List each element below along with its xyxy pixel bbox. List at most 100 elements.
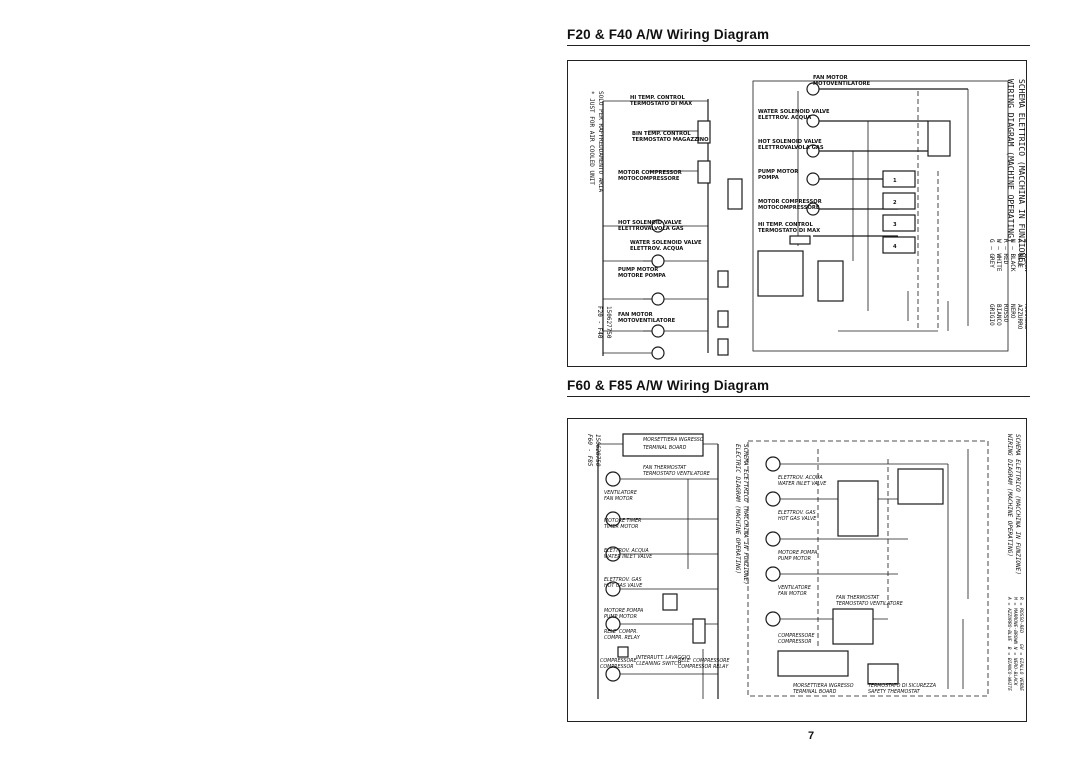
label-compressor-bl: COMPRESSOR <box>600 664 634 670</box>
title-wiring-diagram-bottom: WIRING DIAGRAM (MACHINE OPERATING) <box>1006 434 1013 557</box>
title-schema-funzione: SCHEMA ELETTRICO (MACCHINA IN FUNZIONE) <box>742 444 749 585</box>
heading-f20-f40: F20 & F40 A/W Wiring Diagram <box>567 27 770 42</box>
title-schema-elettrico-top: SCHEMA ELETTRICO (MACCHINA IN FUNZIONE) <box>1017 79 1026 267</box>
label-fan-motor-bottom-left: FAN MOTOR <box>604 496 633 502</box>
label-elettrovalvola-gas-right: ELETTROVALVOLA GAS <box>758 145 824 151</box>
label-compr-relay: COMPR. RELAY <box>604 635 641 641</box>
model-code-f60-f85: F60 - F85 <box>586 434 593 467</box>
color-legend-bottom: A = AZZURRO-BLUE B = BIANCO-WHITE M = MA… <box>1006 596 1024 691</box>
label-rele-compr: RELE' COMPR. <box>604 629 638 635</box>
color-legend-top: G — GREY GRIGIO W — WHITE BIANCO R — RED… <box>988 239 1026 330</box>
terminal-1: 1 <box>893 178 897 184</box>
label-motore-pompa-left: MOTORE POMPA <box>618 273 666 279</box>
label-fan-motor-right: FAN MOTOR <box>813 75 848 81</box>
wiring-diagram-f60-f85-drawing: MORSETTIERA INGRESSO TERMINAL BOARD FAN … <box>586 433 1024 699</box>
label-water-solenoid-left: WATER SOLENOID VALVE <box>630 240 702 246</box>
label-fan-thermostat-left: FAN THERMOSTAT <box>643 465 687 471</box>
legend-brown: B — BROWN MARRONE <box>1023 239 1026 330</box>
label-cleaning-switch-bl: CLEANING SWITCH <box>636 661 682 667</box>
label-elettrov-acqua-right: ELETTROV. ACQUA <box>758 115 811 121</box>
label-motocompressore-left: MOTOCOMPRESSORE <box>618 176 680 182</box>
model-code-block-bottom: F60 - F85 150628750 <box>586 434 601 467</box>
label-elettrovalvola-gas-left: ELETTROVALVOLA GAS <box>618 226 684 232</box>
wiring-diagram-f60-f85: MORSETTIERA INGRESSO TERMINAL BOARD FAN … <box>567 418 1027 722</box>
label-termostato-max-right: TERMOSTATO DI MAX <box>758 228 820 234</box>
label-elettrov-acqua-br: ELETTROV. ACQUA <box>778 475 823 481</box>
drawing-number-bottom: 150628750 <box>594 434 601 467</box>
label-hot-gas-br: HOT GAS VALVE <box>778 516 817 522</box>
label-morsettiera-left: MORSETTIERA INGRESSO <box>643 437 704 443</box>
label-water-solenoid-right: WATER SOLENOID VALVE <box>758 109 830 115</box>
label-hi-temp-control-left: HI TEMP. CONTROL <box>630 95 685 101</box>
schematic-right: 1 2 3 4 <box>752 80 1009 352</box>
ladder-schematic-left <box>602 99 743 360</box>
label-motor-compressor-left: MOTOR COMPRESSOR <box>618 170 682 176</box>
legend-azzurro: A = AZZURRO-BLUE B = BIANCO-WHITE <box>1006 596 1012 691</box>
label-water-inlet-bl: WATER INLET VALVE <box>604 554 653 560</box>
label-pump-motor-left: PUMP MOTOR <box>618 267 658 273</box>
label-safety-thermostat: SAFETY THERMOSTAT <box>868 689 921 695</box>
legend-red: R — RED ROSSO <box>1002 239 1009 322</box>
label-motor-compressor-right: MOTOR COMPRESSOR <box>758 199 822 205</box>
title-electric-diagram: ELECTRIC DIAGRAM (MACHINE OPERATING) <box>734 444 741 574</box>
label-motore-pompa-br: MOTORE POMPA <box>778 550 817 556</box>
label-fan-motor-left: FAN MOTOR <box>618 312 653 318</box>
label-termostato-magazzino: TERMOSTATO MAGAZZINO <box>632 137 709 143</box>
legend-marrone: M = MARRONE-BROWN N = NERO-BLACK <box>1012 596 1018 687</box>
heading-f60-f85: F60 & F85 A/W Wiring Diagram <box>567 378 770 393</box>
legend-white: W — WHITE BIANCO <box>995 239 1002 326</box>
label-bin-temp-left: BIN TEMP. CONTROL <box>632 131 691 137</box>
legend-grey: G — GREY GRIGIO <box>988 239 995 326</box>
label-compressore-br: COMPRESSORE <box>778 633 816 639</box>
footnote-raffreddamento: SOLO PER RAFFREDDAMENTO ARIA <box>597 91 604 193</box>
label-hot-gas-bl: HOT GAS VALVE <box>604 583 643 589</box>
heading-rule-top <box>567 45 1030 46</box>
wiring-diagram-f20-f40: HI TEMP. CONTROL TERMOSTATO DI MAX BIN T… <box>567 60 1027 367</box>
wiring-diagram-f20-f40-drawing: HI TEMP. CONTROL TERMOSTATO DI MAX BIN T… <box>588 75 1026 360</box>
title-block-top: WIRING DIAGRAM (MACHINE OPERATING) SCHEM… <box>1006 79 1026 267</box>
label-termostato-vent-left: TERMOSTATO VENTILATORE <box>643 471 711 477</box>
label-terminal-board-br: TERMINAL BOARD <box>793 689 837 695</box>
footnote-air-cooled: * JUST FOR AIR COOLED UNIT <box>588 91 595 185</box>
legend-blue: A — BLUE AZZURRO <box>1016 239 1023 330</box>
terminal-2: 2 <box>893 200 897 206</box>
label-morsettiera-br: MORSETTIERA INGRESSO <box>793 683 854 689</box>
label-hot-solenoid-right: HOT SOLENOID VALVE <box>758 139 822 145</box>
footnote-block: * JUST FOR AIR COOLED UNIT SOLO PER RAFF… <box>588 91 604 193</box>
title-block-bottom: WIRING DIAGRAM (MACHINE OPERATING) SCHEM… <box>1006 434 1021 575</box>
terminal-3: 3 <box>893 222 897 228</box>
label-hot-solenoid-left: HOT SOLENOID VALVE <box>618 220 682 226</box>
page-number: 7 <box>808 730 815 742</box>
label-compressor-br: COMPRESSOR <box>778 639 812 645</box>
label-termostato-vent-br: TERMOSTATO VENTILATORE <box>836 601 904 607</box>
label-water-inlet-br: WATER INLET VALVE <box>778 481 827 487</box>
label-interrutt-lavaggio: INTERRUTT. LAVAGGIO <box>636 655 690 661</box>
heading-rule-bottom <box>567 396 1030 397</box>
label-elettrov-gas-bl: ELETTROV. GAS <box>604 577 642 583</box>
label-motore-pompa-bl: MOTORE POMPA <box>604 608 643 614</box>
title-schema-elettrico-bottom: SCHEMA ELETTRICO (MACCHINA IN FUNZIONE) <box>1014 434 1021 575</box>
label-fan-thermostat-br: FAN THERMOSTAT <box>836 595 880 601</box>
model-code-block-top: F20 - F40 150627750 <box>596 306 612 339</box>
label-timer-motor: TIMER MOTOR <box>604 524 638 530</box>
label-elettrov-gas-br: ELETTROV. GAS <box>778 510 816 516</box>
terminal-4: 4 <box>893 244 897 250</box>
title-wiring-diagram-top: WIRING DIAGRAM (MACHINE OPERATING) <box>1006 79 1015 243</box>
label-motore-timer: MOTORE TIMER <box>604 518 641 524</box>
label-elettrov-acqua-bl: ELETTROV. ACQUA <box>604 548 649 554</box>
schematic-left-bottom <box>597 433 719 699</box>
label-compressor-relay: COMPRESSOR RELAY <box>678 664 729 670</box>
label-motoventilatore-right: MOTOVENTILATORE <box>813 81 871 87</box>
label-pump-motor-right: PUMP MOTOR <box>758 169 798 175</box>
label-terminal-board-left: TERMINAL BOARD <box>643 445 687 451</box>
label-fan-motor-br: FAN MOTOR <box>778 591 807 597</box>
label-ventilatore-left: VENTILATORE <box>604 490 638 496</box>
label-ventilatore-br: VENTILATORE <box>778 585 812 591</box>
title-line-3-block: ELECTRIC DIAGRAM (MACHINE OPERATING) SCH… <box>734 444 749 585</box>
legend-black: N — BLACK NERO <box>1009 239 1016 319</box>
label-motocompressore-right: MOTOCOMPRESSORE <box>758 205 820 211</box>
label-motoventilatore-left: MOTOVENTILATORE <box>618 318 676 324</box>
label-hi-temp-right: HI TEMP. CONTROL <box>758 222 813 228</box>
label-termostato-sicurezza: TERMOSTATO DI SICUREZZA <box>868 683 936 689</box>
label-pompa-right: POMPA <box>758 175 779 181</box>
